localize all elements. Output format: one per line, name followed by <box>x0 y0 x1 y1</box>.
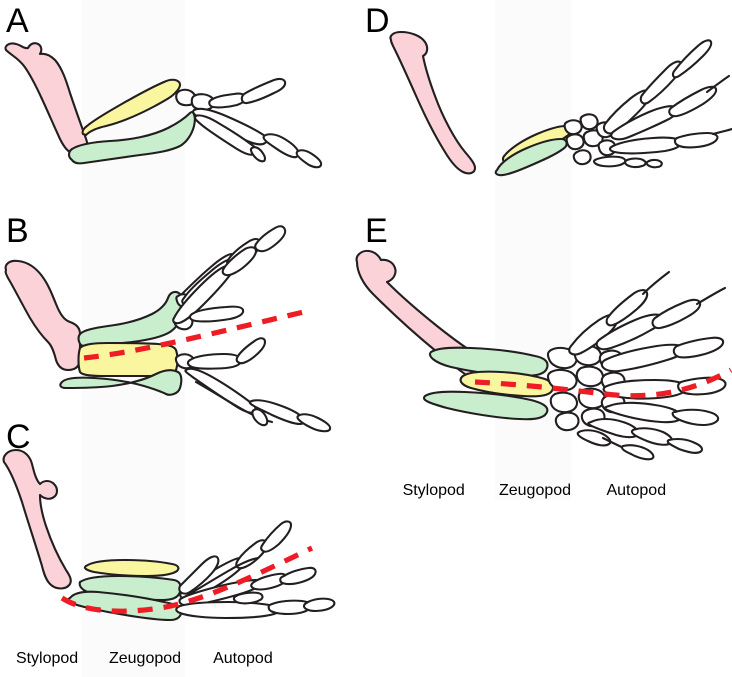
stylopod-bone-c <box>2 448 72 590</box>
panel-letter-a: A <box>6 2 29 40</box>
digit-bone-e-10 <box>677 376 727 396</box>
segment-label-stylopod-right: Stylopod <box>402 482 465 499</box>
zeugopod-posterior-upper-bone-b <box>77 290 185 348</box>
zeugopod-anterior-bone-c <box>83 558 180 578</box>
digit-bone-e-13 <box>587 417 640 439</box>
digit-bone-e-12 <box>671 408 720 427</box>
digit-bone-c-7 <box>175 600 280 620</box>
limb-axis-line-c <box>60 545 314 614</box>
panel-letter-d: D <box>365 2 390 40</box>
panel-d-limb-diagram <box>389 30 732 177</box>
zeugopod-posterior-lower-bone-e <box>423 390 549 421</box>
panel-letter-b: B <box>6 212 29 250</box>
digit-bone-e-8 <box>672 336 725 359</box>
digit-bone-d-9 <box>673 131 719 149</box>
digit-bone-c-12 <box>232 591 264 605</box>
digit-bone-e-2 <box>605 289 649 327</box>
segment-label-autopod-right: Autopod <box>606 482 667 499</box>
limb-axis-line-e <box>474 367 732 399</box>
digit-bone-d-4 <box>671 39 713 79</box>
digit-bone-b-10 <box>184 367 257 414</box>
digit-bone-c-11 <box>184 556 260 598</box>
digit-bone-e-6 <box>695 286 727 306</box>
carpal-bone-e-4 <box>575 365 605 388</box>
zeugopod-anterior-bone-b <box>77 341 179 378</box>
stylopod-bone-d <box>389 30 477 175</box>
digit-bone-b-7 <box>188 305 245 323</box>
digit-bone-b-9 <box>235 337 267 365</box>
digit-bone-b-1 <box>180 252 234 296</box>
digit-bone-e-3 <box>641 270 671 296</box>
digit-bone-d-8 <box>608 136 682 155</box>
zeugopod-posterior-bone-d <box>494 137 568 177</box>
segment-labels-right-column: Stylopod Zeugopod Autopod <box>385 482 685 500</box>
digit-bone-e-7 <box>600 343 686 373</box>
digit-bone-c-5 <box>250 572 288 591</box>
digit-bone-d-12 <box>624 157 647 169</box>
digit-bone-b-14 <box>251 408 269 427</box>
digit-bone-c-9 <box>302 597 336 613</box>
panel-c-limb-diagram <box>2 448 336 622</box>
digit-bone-a-1 <box>208 92 247 109</box>
segment-label-zeugopod-right: Zeugopod <box>498 482 572 499</box>
digit-bone-d-13 <box>645 158 663 169</box>
panel-a-limb-diagram <box>4 42 323 169</box>
digit-bone-b-8 <box>186 352 243 370</box>
digit-bone-d-10 <box>711 127 732 136</box>
digit-bone-e-11 <box>603 401 683 424</box>
digit-bone-d-6 <box>668 85 718 118</box>
panel-e-limb-diagram <box>355 249 732 461</box>
carpal-bone-e-5 <box>549 391 579 414</box>
digit-bone-c-3 <box>260 520 293 553</box>
digit-bone-a-7 <box>249 146 267 163</box>
zeugopod-posterior-upper-bone-e <box>429 346 549 378</box>
panel-b-limb-diagram <box>4 225 332 433</box>
carpal-bone-d-1 <box>563 119 583 136</box>
digit-bone-a-5 <box>295 149 323 169</box>
digit-bone-e-16 <box>576 429 612 447</box>
panel-letter-e: E <box>365 212 388 250</box>
digit-bone-e-5 <box>651 298 702 330</box>
digit-bone-a-4 <box>262 133 300 159</box>
digit-bone-e-14 <box>630 427 674 446</box>
digit-bone-d-7 <box>705 74 731 94</box>
digit-bone-e-15 <box>666 437 704 454</box>
digit-bone-b-6 <box>221 246 258 277</box>
carpal-bone-d-2 <box>579 113 599 131</box>
digit-bone-a-2 <box>240 77 287 105</box>
zeugopod-posterior-lower-bone-b <box>59 369 183 396</box>
stylopod-bone-a <box>4 42 89 154</box>
digit-bone-c-8 <box>267 599 313 616</box>
stylopod-bone-b <box>4 259 82 372</box>
panel-letter-c: C <box>6 418 31 456</box>
segment-label-stylopod-left: Stylopod <box>15 650 79 667</box>
zeugopod-posterior-bone-a <box>67 111 196 165</box>
digit-bone-d-11 <box>592 155 627 168</box>
segment-label-zeugopod-left: Zeugopod <box>108 650 182 667</box>
digit-bone-e-18 <box>620 444 655 461</box>
segment-labels-left-column: Stylopod Zeugopod Autopod <box>0 650 290 668</box>
digit-bone-b-12 <box>296 413 332 433</box>
digit-bone-c-6 <box>279 566 317 586</box>
digit-bone-c-10 <box>178 555 220 595</box>
digit-bone-b-4 <box>254 225 287 253</box>
segment-label-autopod-left: Autopod <box>213 650 273 667</box>
carpal-bone-d-5 <box>572 149 592 166</box>
limb-axis-line-b <box>83 307 313 361</box>
carpal-bone-e-10 <box>554 411 580 432</box>
carpal-bone-d-3 <box>565 133 585 151</box>
carpal-bone-a-2 <box>190 93 216 111</box>
zeugopod-anterior-bone-a <box>81 78 182 137</box>
